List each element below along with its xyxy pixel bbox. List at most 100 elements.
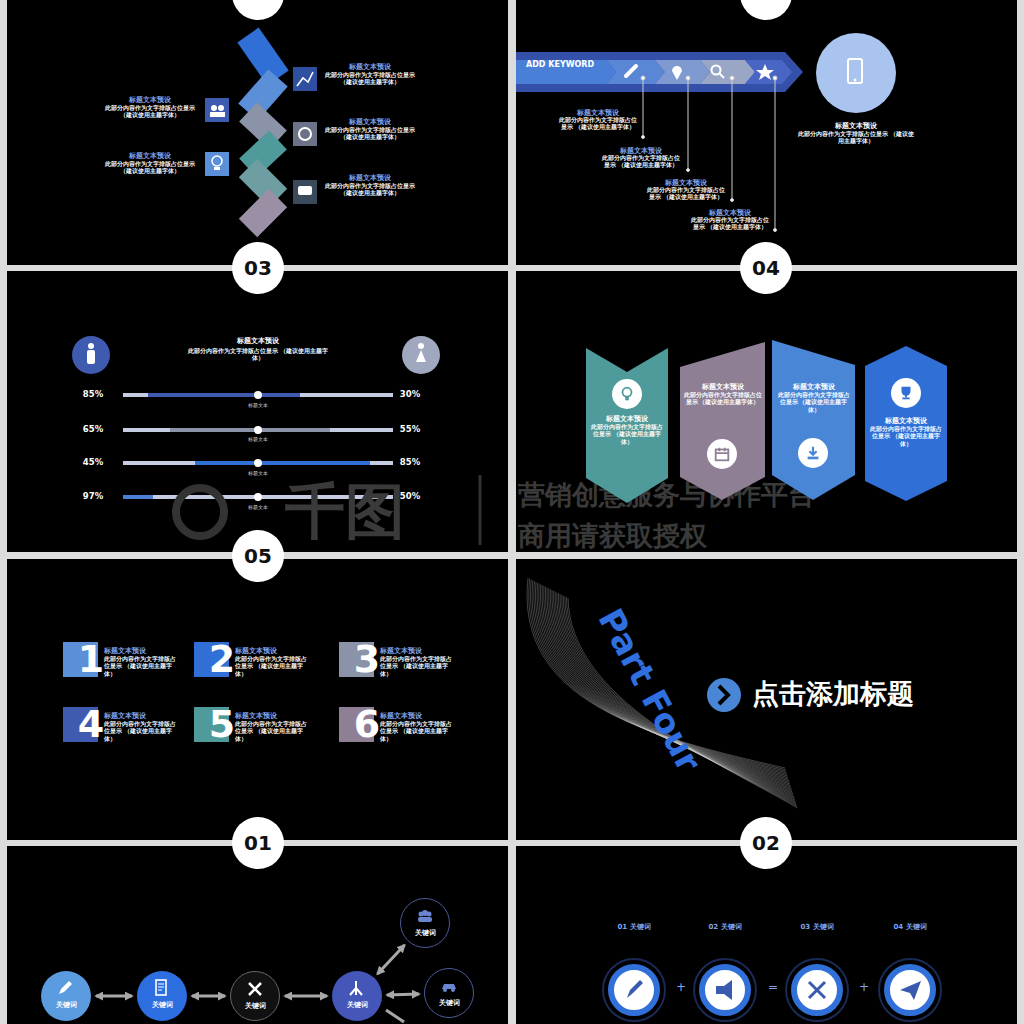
body-text: 此部分内容作为文字排版占位显示 （建议使用主题字体） xyxy=(188,348,328,363)
number-badge xyxy=(232,0,284,20)
progress-bar xyxy=(123,495,153,499)
ribbon-panel: 标题文本预设此部分内容作为文字排版占位显示 （建议使用主题字体） xyxy=(586,348,668,503)
keyword-circle: 关键词 xyxy=(400,898,450,948)
panel-body: 此部分内容作为文字排版占位显示 （建议使用主题字体） xyxy=(683,392,762,407)
step-circle xyxy=(887,967,933,1013)
numbered-item: 5标题文本预设此部分内容作为文字排版占位显示 （建议使用主题字体） xyxy=(194,707,319,747)
number-badge xyxy=(232,0,792,869)
phone-circle xyxy=(854,79,857,82)
leader-line xyxy=(774,229,777,232)
numbered-item: 2标题文本预设此部分内容作为文字排版占位显示 （建议使用主题字体） xyxy=(194,642,319,682)
number-badge xyxy=(740,0,792,20)
number-badge xyxy=(232,242,284,294)
icon-square xyxy=(218,105,224,111)
item-title: 标题文本预设 xyxy=(104,646,188,656)
keyword-circle: 关键词 xyxy=(137,971,187,1021)
icon xyxy=(415,906,435,926)
slide-ground xyxy=(516,559,1017,840)
step-keyword: 04 关键词 xyxy=(875,922,945,932)
body-text: 此部分内容作为文字排版占位显示 （建议使用主题字体） xyxy=(601,155,681,170)
item-title: 标题文本预设 xyxy=(380,646,464,656)
bar-caption: 标题文本 xyxy=(228,504,288,510)
bar-caption: 标题文本 xyxy=(228,470,288,476)
item-body: 此部分内容作为文字排版占位显示 （建议使用主题字体） xyxy=(380,656,454,678)
panel-title: 标题文本预设 xyxy=(775,382,852,392)
icon-square xyxy=(211,105,217,111)
band-text: ADD KEYWORD xyxy=(526,60,606,69)
body-text: 此部分内容作为文字排版占位显示 （建议使用主题字体） xyxy=(558,117,638,132)
slide-number: 03 xyxy=(238,256,278,280)
panel-title: 标题文本预设 xyxy=(683,382,762,392)
item-number: 6 xyxy=(353,704,381,744)
watermark: 千图 xyxy=(260,478,430,544)
phone-circle xyxy=(816,33,896,113)
double-arrow xyxy=(377,945,404,974)
number-badge xyxy=(740,817,792,869)
item-number: 1 xyxy=(77,639,105,679)
phone-circle xyxy=(816,33,896,113)
numbered-item: 6标题文本预设此部分内容作为文字排版占位显示 （建议使用主题字体） xyxy=(339,707,464,747)
icon-square xyxy=(205,98,229,122)
leader-line xyxy=(642,136,645,139)
panel-title: 标题文本预设 xyxy=(868,416,944,426)
step-circle xyxy=(809,982,825,998)
icon xyxy=(151,978,171,998)
slide-number: 02 xyxy=(746,831,786,855)
ribbon-panel: 标题文本预设此部分内容作为文字排版占位显示 （建议使用主题字体） xyxy=(865,346,947,501)
zigzag-ribbon xyxy=(248,35,278,78)
gender-icon xyxy=(72,336,440,374)
icon-disc xyxy=(612,379,642,409)
slide-ground xyxy=(7,271,508,552)
zigzag-ribbon xyxy=(248,35,278,228)
item-title: 标题文本预设 xyxy=(380,711,464,721)
icon-square xyxy=(214,167,220,170)
item-body: 此部分内容作为文字排版占位显示 （建议使用主题字体） xyxy=(380,721,454,743)
progress-bar xyxy=(195,461,370,465)
icon xyxy=(804,444,822,462)
title-text: 标题文本预设 xyxy=(646,178,726,188)
panel-body: 此部分内容作为文字排版占位显示 （建议使用主题字体） xyxy=(775,392,852,414)
watermark-mark xyxy=(176,488,224,536)
leader-line xyxy=(686,76,690,80)
panel-body: 此部分内容作为文字排版占位显示 （建议使用主题字体） xyxy=(868,426,944,448)
leader-line xyxy=(730,76,734,80)
leader-line xyxy=(687,169,690,172)
keyword-band xyxy=(655,60,710,84)
slide-ground xyxy=(516,846,1017,1024)
title-text: 标题文本预设 xyxy=(322,117,418,127)
icon-disc xyxy=(798,438,828,468)
step-circle xyxy=(603,959,941,1021)
step-circle xyxy=(879,959,941,1021)
icon-square xyxy=(293,67,317,91)
step-circle xyxy=(702,967,748,1013)
percent-value: 65% xyxy=(76,424,110,434)
slide-ground xyxy=(7,846,508,1024)
numbered-item: 1标题文本预设此部分内容作为文字排版占位显示 （建议使用主题字体） xyxy=(63,642,188,682)
step-circle xyxy=(794,967,840,1013)
gender-icon xyxy=(416,350,426,362)
arrow-circle xyxy=(707,678,741,712)
operator: + xyxy=(854,980,874,994)
progress-bar xyxy=(254,459,262,467)
slide-ground xyxy=(7,0,508,265)
icon-square xyxy=(212,156,222,166)
phone-circle xyxy=(848,59,862,83)
body-text: 此部分内容作为文字排版占位显示 （建议使用主题字体） xyxy=(796,131,916,146)
slide-ground xyxy=(516,0,1017,265)
zigzag-ribbon xyxy=(248,198,278,228)
keyword-circle: 关键词 xyxy=(424,968,474,1018)
step-circle xyxy=(611,967,657,1013)
keyword-text: 关键词 xyxy=(401,929,449,938)
slide-number: 05 xyxy=(238,544,278,568)
shape-fill xyxy=(680,342,765,500)
keyword-band xyxy=(516,52,803,92)
zigzag-ribbon xyxy=(248,78,278,112)
ribbon-panel: 标题文本预设此部分内容作为文字排版占位显示 （建议使用主题字体） xyxy=(680,342,765,500)
keyword-band xyxy=(700,60,755,84)
title-text: 标题文本预设 xyxy=(102,151,198,161)
item-body: 此部分内容作为文字排版占位显示 （建议使用主题字体） xyxy=(235,656,309,678)
icon xyxy=(618,385,636,403)
step-circle xyxy=(627,980,643,998)
keyword-circle: 关键词 xyxy=(230,971,280,1021)
item-number: 3 xyxy=(353,639,381,679)
